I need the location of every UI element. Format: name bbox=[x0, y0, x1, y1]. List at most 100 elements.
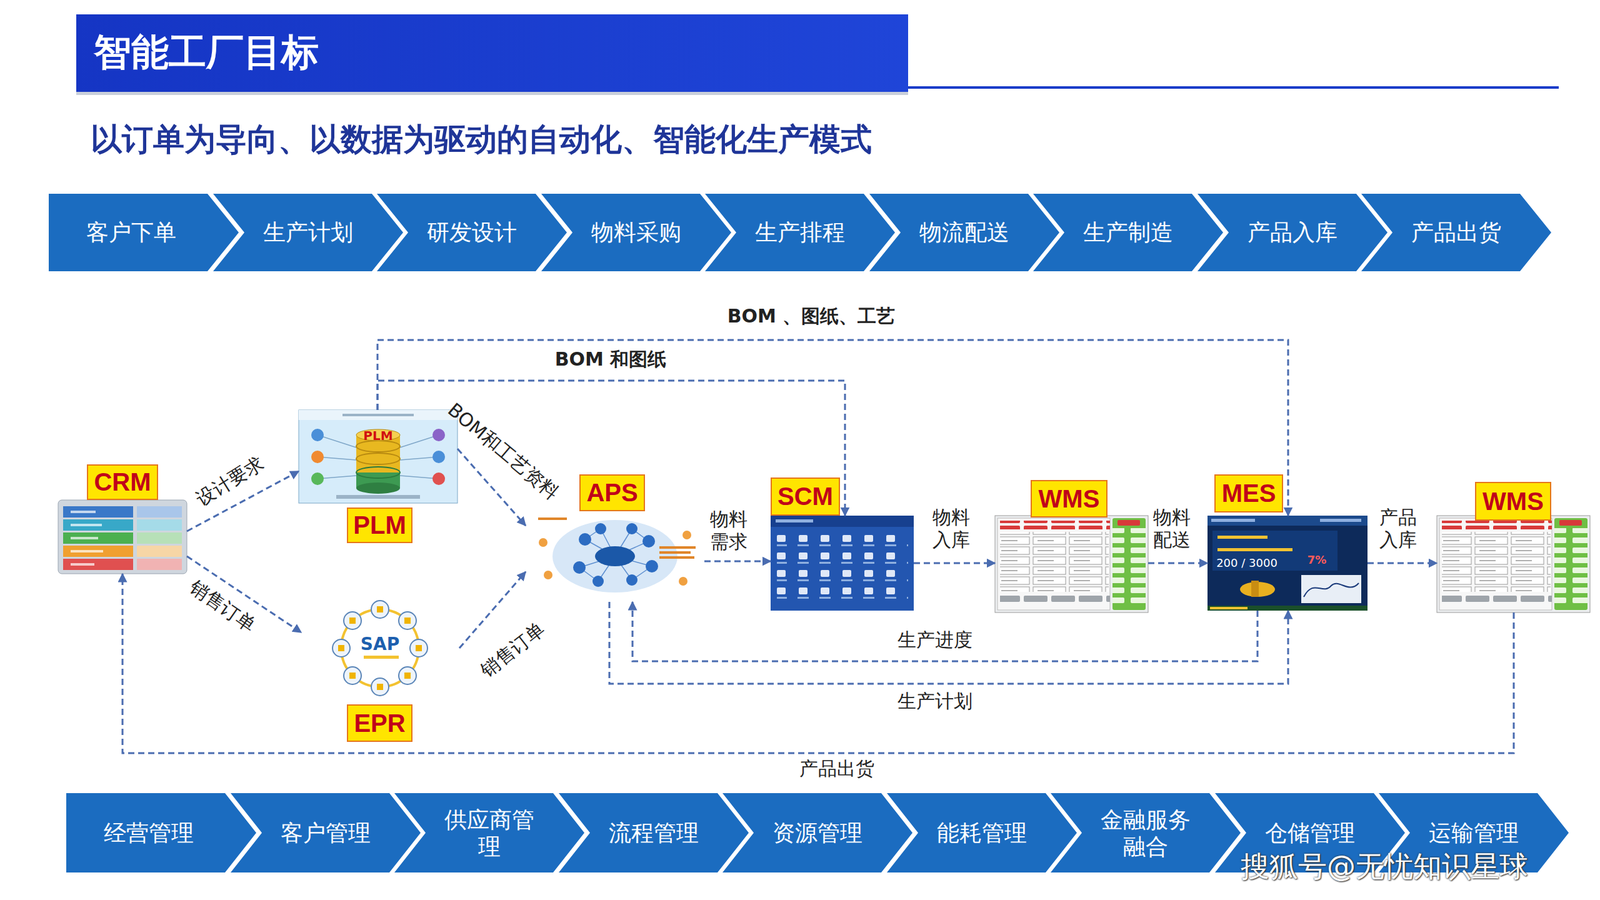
mes-illustration bbox=[1207, 515, 1368, 611]
edge-label: 生产进度 bbox=[897, 628, 973, 652]
chevron-label: 仓储管理 bbox=[1246, 819, 1374, 847]
sap-erp-illustration-part-part bbox=[376, 606, 384, 613]
system-label: EPR bbox=[346, 704, 413, 742]
dashed-connector bbox=[1367, 562, 1437, 565]
chevron-label: 生产排程 bbox=[736, 218, 864, 246]
chevron-step: 供应商管理 bbox=[394, 793, 585, 873]
chevron-step: 研发设计 bbox=[376, 193, 567, 272]
system-node: WMS bbox=[995, 515, 1149, 613]
chevron-step: 金融服务融合 bbox=[1050, 793, 1241, 873]
title-band bbox=[76, 14, 1559, 95]
aps-illustration-part bbox=[659, 546, 696, 549]
chevron-label: 供应商管理 bbox=[442, 805, 537, 860]
sap-erp-illustration-part-part bbox=[332, 639, 350, 657]
sap-erp-illustration-part-part bbox=[349, 617, 356, 624]
mes-illustration-part bbox=[1211, 518, 1255, 522]
edge-label: 销售订单 bbox=[185, 575, 260, 637]
system-node: CRM bbox=[58, 500, 187, 574]
aps-illustration-part bbox=[538, 517, 567, 520]
system-label: PLM bbox=[346, 507, 413, 544]
chevron-shape bbox=[705, 193, 895, 272]
plm-illustration-part bbox=[432, 450, 445, 464]
edge-label: BOM 和图纸 bbox=[555, 348, 667, 371]
crm-illustration-part bbox=[70, 563, 95, 566]
chevron-shape bbox=[722, 793, 913, 873]
mes-illustration-part bbox=[1320, 518, 1362, 522]
crm-illustration-part bbox=[136, 519, 182, 531]
chevron-shape bbox=[66, 793, 257, 873]
sap-erp-illustration-part-part bbox=[376, 683, 384, 690]
system-label: APS bbox=[579, 474, 645, 512]
chevron-shape bbox=[541, 193, 732, 272]
chevron-step: 生产计划 bbox=[213, 193, 404, 272]
edge-label: 产品入库 bbox=[1378, 506, 1418, 552]
chevron-step: 产品出货 bbox=[1361, 193, 1552, 272]
dashed-connector bbox=[609, 601, 1289, 684]
aps-illustration-part bbox=[678, 576, 688, 586]
crm-illustration-part bbox=[63, 558, 134, 570]
free-label: SAP bbox=[360, 633, 400, 655]
sap-erp-illustration-part-part bbox=[404, 672, 411, 679]
plm-illustration-part bbox=[356, 453, 400, 465]
dashed-connector bbox=[377, 380, 845, 516]
aps-illustration-part bbox=[595, 523, 607, 535]
dashed-connector bbox=[632, 601, 1258, 662]
aps-illustration-part bbox=[543, 570, 553, 580]
chevron-shape bbox=[558, 793, 749, 873]
chevron-label: 生产计划 bbox=[244, 218, 372, 246]
sap-erp-illustration-part bbox=[338, 606, 422, 690]
chevron-shape bbox=[1361, 193, 1552, 272]
aps-illustration-part bbox=[538, 538, 548, 547]
crm-illustration-part bbox=[136, 532, 182, 544]
chevron-label: 物料采购 bbox=[572, 218, 700, 246]
crm-illustration bbox=[58, 500, 187, 574]
chevron-label: 客户下单 bbox=[55, 218, 208, 246]
sap-erp-illustration-part-part bbox=[398, 666, 417, 685]
scm-illustration-part bbox=[776, 534, 909, 605]
free-label: 以订单为导向、以数据为驱动的自动化、智能化生产模式 bbox=[90, 118, 872, 161]
mes-illustration-part bbox=[1207, 605, 1368, 611]
mes-illustration-part bbox=[1210, 606, 1248, 610]
aps-illustration-part bbox=[578, 533, 592, 546]
dashed-connector bbox=[122, 573, 1514, 754]
scm-illustration bbox=[770, 515, 914, 611]
chevron-label: 金融服务融合 bbox=[1098, 805, 1193, 860]
edge-label: 生产计划 bbox=[897, 690, 973, 713]
aps-illustration-part bbox=[573, 561, 586, 574]
chevron-step: 客户下单 bbox=[48, 193, 239, 272]
chevron-label: 产品入库 bbox=[1228, 218, 1357, 246]
crm-illustration-part bbox=[136, 506, 182, 518]
mes-illustration-part bbox=[1207, 515, 1368, 526]
sap-erp-illustration-part-part bbox=[371, 600, 389, 619]
title-text: 智能工厂目标 bbox=[93, 27, 319, 79]
chevron-label: 生产制造 bbox=[1064, 218, 1192, 246]
chevron-shape bbox=[1050, 793, 1241, 873]
scm-illustration-part bbox=[770, 515, 914, 611]
chevron-shape bbox=[1033, 193, 1224, 272]
plm-illustration-part bbox=[311, 428, 324, 442]
plm-illustration-part bbox=[356, 466, 400, 479]
chevron-step: 能耗管理 bbox=[886, 793, 1077, 873]
mes-illustration-part bbox=[1212, 530, 1338, 571]
aps-illustration-part bbox=[659, 556, 695, 559]
sap-erp-illustration-part bbox=[332, 600, 428, 696]
aps-illustration-part bbox=[645, 560, 659, 573]
chevron-shape bbox=[376, 193, 567, 272]
edge-label: 物料配送 bbox=[1152, 506, 1192, 552]
system-node: WMS bbox=[1436, 515, 1590, 613]
sap-erp-illustration-part-part bbox=[343, 666, 362, 685]
chevron-step: 生产制造 bbox=[1033, 193, 1224, 272]
plm-illustration-part bbox=[298, 410, 458, 504]
system-label: WMS bbox=[1475, 481, 1552, 521]
title-band-part bbox=[908, 86, 1559, 89]
mes-illustration-part bbox=[1303, 583, 1359, 597]
chevron-step: 经营管理 bbox=[66, 793, 257, 873]
edge-label: 物料入库 bbox=[931, 506, 971, 552]
free-label: 200 / 3000 bbox=[1216, 556, 1278, 570]
plm-illustration-part bbox=[311, 472, 324, 485]
plm-illustration-part bbox=[336, 495, 420, 499]
chevron-label: 能耗管理 bbox=[918, 819, 1046, 847]
scm-illustration-part bbox=[770, 515, 914, 527]
chevron-shape bbox=[886, 793, 1077, 873]
chevron-shape bbox=[48, 193, 239, 272]
